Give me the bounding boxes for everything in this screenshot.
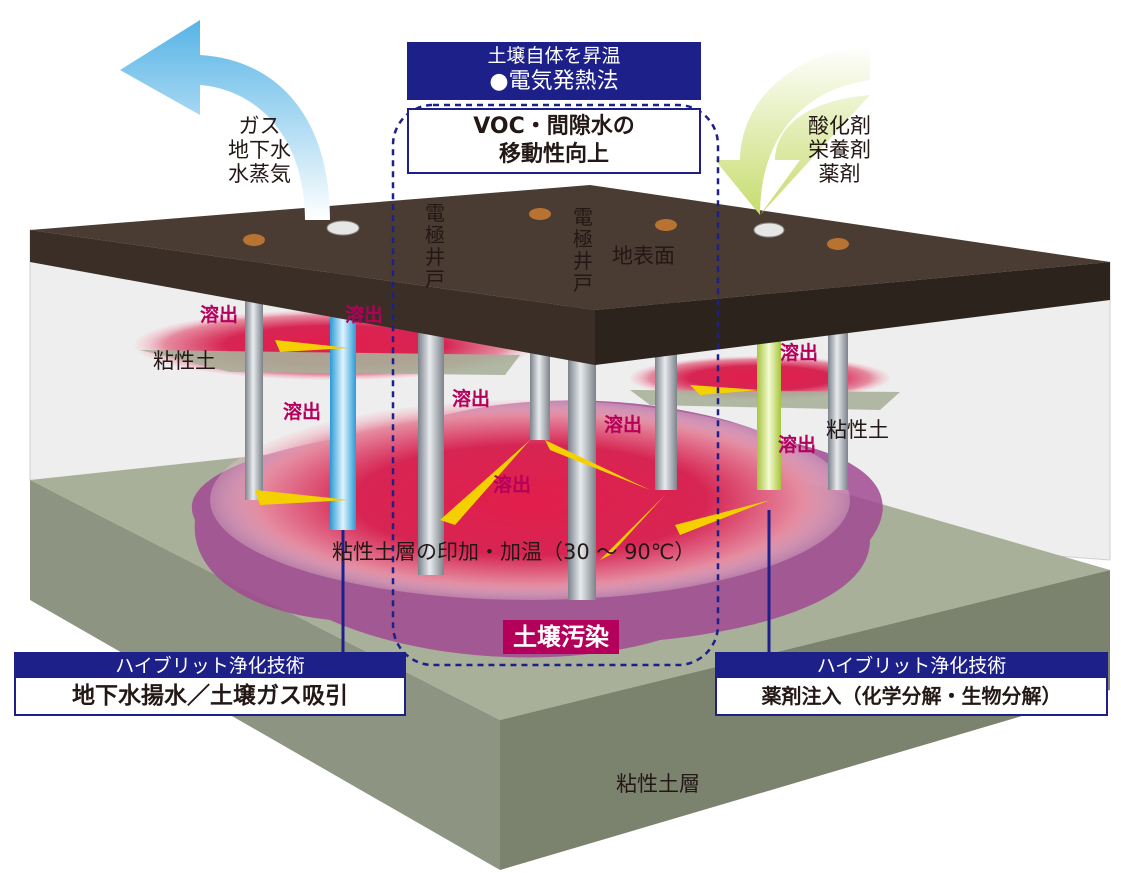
clay-soil-left: 粘性土 [153,349,216,373]
inflow-label: 酸化剤 栄養剤 薬剤 [808,114,871,186]
box-heading: 土壌自体を昇温 [409,44,699,68]
outflow-label: ガス 地下水 水蒸気 [228,114,291,186]
electrode-zone-outline [391,103,720,667]
elution-7: 溶出 [780,342,819,364]
elution-8: 溶出 [778,434,817,456]
elution-4: 溶出 [452,388,491,410]
ground-surface-label: 地表面 [612,244,675,268]
heated-zone [210,400,850,600]
hybrid-box-left: ハイブリット浄化技術 地下水揚水／土壌ガス吸引 [14,652,406,716]
hybrid-box-right: ハイブリット浄化技術 薬剤注入（化学分解・生物分解） [715,652,1108,716]
elution-6: 溶出 [604,414,643,436]
ground-surface-front [30,230,595,365]
electric-current [255,340,770,560]
contamination-badge: 土壌汚染 [503,620,619,654]
box-method: ●電気発熱法 [409,68,699,98]
pipe-caps [243,208,849,250]
elution-2: 溶出 [345,304,384,326]
inflow-arrow [715,45,870,215]
hybrid-left-body: 地下水揚水／土壌ガス吸引 [72,683,348,709]
hybrid-left-head: ハイブリット浄化技術 [16,654,404,678]
ground-surface-right [595,262,1110,365]
elution-5: 溶出 [493,474,532,496]
electric-heating-box: 土壌自体を昇温 ●電気発熱法 [407,42,701,100]
ground-surface-top [30,185,1110,310]
clay-layer-label: 粘性土層 [616,772,700,796]
hybrid-right-head: ハイブリット浄化技術 [717,654,1106,678]
elution-3: 溶出 [283,401,322,423]
mobility-box: VOC・間隙水の 移動性向上 [407,108,701,174]
heating-label: 粘性土層の印加・加温（30 ～ 90℃） [332,540,696,564]
electrode-well-label-2: 電極井戸 [573,205,593,295]
outflow-arrow [120,20,330,220]
clay-soil-right: 粘性土 [826,418,889,442]
elution-1: 溶出 [200,304,239,326]
hybrid-right-body: 薬剤注入（化学分解・生物分解） [761,684,1062,708]
mobility-text: VOC・間隙水の 移動性向上 [473,114,635,167]
electrode-well-label-1: 電極井戸 [425,201,445,291]
clay-layer-right [500,570,1110,870]
